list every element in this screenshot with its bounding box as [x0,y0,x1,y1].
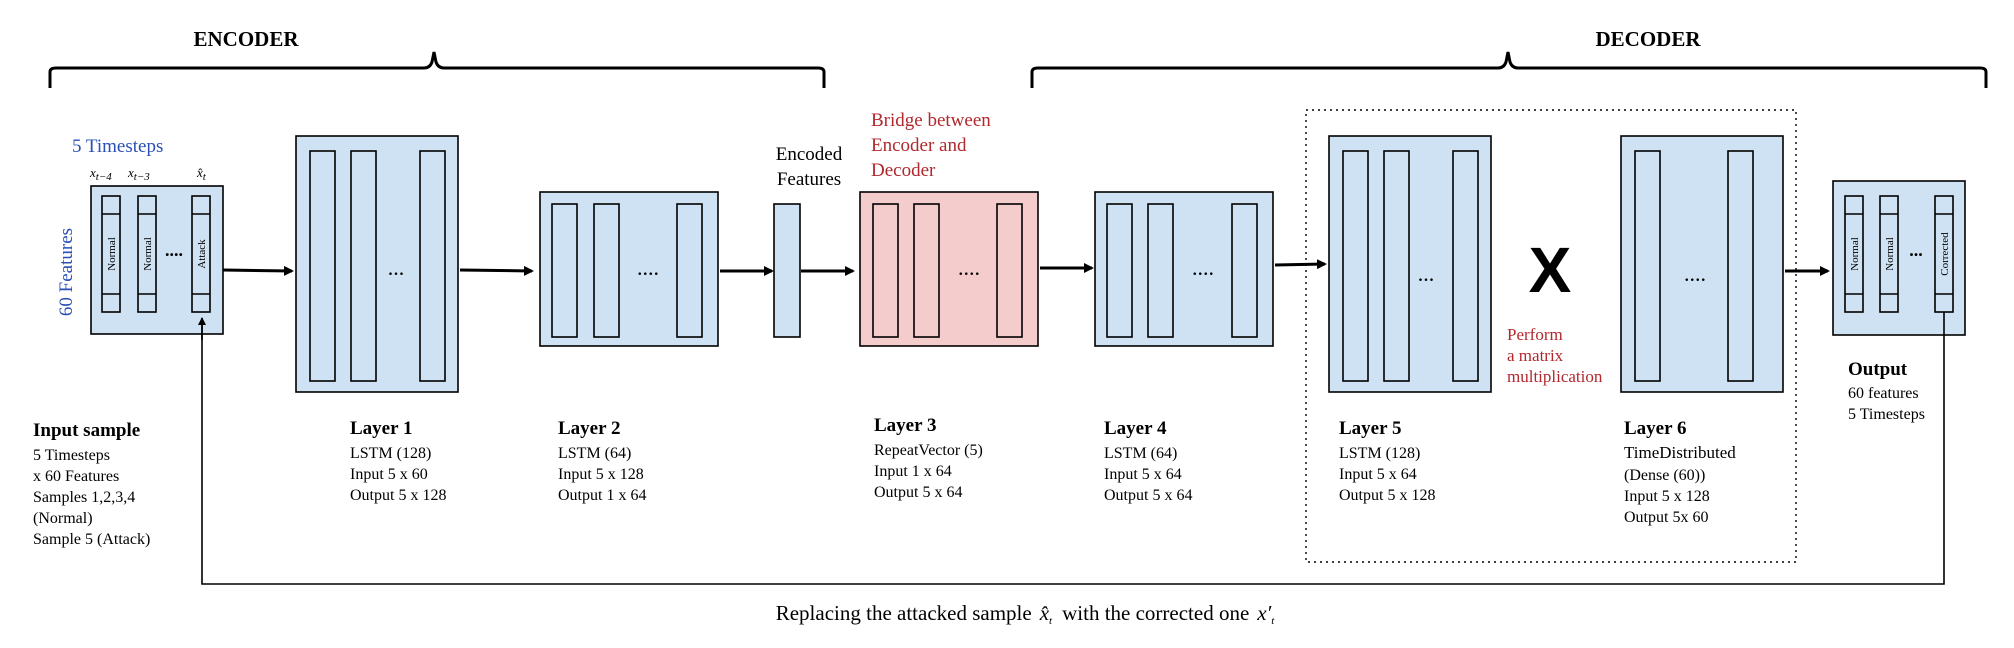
layer2-dots: .... [637,255,659,280]
encoded-features-block [773,203,801,338]
bridge-label-3: Decoder [871,160,936,181]
input-dots: .... [165,240,183,260]
arrow-layer4-layer5 [1274,259,1327,270]
layer5-title: Layer 5 [1339,418,1401,439]
multiply-label-2: a matrix [1507,346,1564,365]
encoded-features-label-1: Encoded [776,144,843,165]
input-caption-line-3: Samples 1,2,3,4 [33,489,135,506]
col-label-1: xt−4 [89,165,112,183]
dense-group-frame [1305,109,1797,563]
input-cell-2 [137,195,157,313]
arrow-input-layer1 [222,265,294,276]
multiply-label-3: multiplication [1507,367,1603,386]
output-cell-label-1: Normal [1849,237,1861,271]
input-block: 5 Timesteps 60 Features xt−4 xt−3 x̂t No… [56,136,224,335]
input-cell-label-1: Normal [106,237,118,271]
bridge-label-2: Encoder and [871,135,967,156]
col-label-2: xt−3 [127,165,150,183]
layer5-block: ... [1328,135,1492,393]
layer2-caption: Layer 2 LSTM (64) Input 5 x 128 Output 1… [558,418,646,504]
layer1-block: ... [295,135,459,393]
layer2-line-1: LSTM (64) [558,445,631,462]
input-box [90,185,224,335]
output-block: Normal Normal Corrected ... [1832,180,1966,336]
layer3-line-2: Input 1 x 64 [874,463,952,480]
bridge-label-1: Bridge between [871,110,991,131]
layer1-title: Layer 1 [350,418,412,439]
layer1-dots: ... [388,255,405,280]
encoded-features-label-2: Features [777,169,841,190]
input-caption-title: Input sample [33,420,140,441]
layer6-caption: Layer 6 TimeDistributed (Dense (60)) Inp… [1624,418,1736,526]
input-cell-1 [101,195,121,313]
layer1-line-2: Input 5 x 60 [350,466,428,483]
input-cell-label-2: Normal [142,237,154,271]
output-caption-line-2: 5 Timesteps [1848,406,1925,423]
input-caption-line-2: x 60 Features [33,468,119,485]
encoder-label: ENCODER [193,27,299,51]
layer1-line-3: Output 5 x 128 [350,487,446,504]
output-dots: ... [1909,240,1923,260]
output-cell-label-3: Corrected [1939,232,1951,276]
layer5-caption: Layer 5 LSTM (128) Input 5 x 64 Output 5… [1339,418,1435,504]
layer4-dots: .... [1192,255,1214,280]
feedback-line [201,312,1945,585]
layer4-line-1: LSTM (64) [1104,445,1177,462]
layer6-dots: .... [1684,261,1706,286]
layer4-block: .... [1094,191,1274,347]
layer3-line-1: RepeatVector (5) [874,442,983,459]
input-cell-label-3: Attack [196,239,208,269]
layer2-line-3: Output 1 x 64 [558,487,646,504]
layer5-dots: ... [1418,261,1435,286]
input-cell-3 [191,195,211,313]
layer4-line-2: Input 5 x 64 [1104,466,1182,483]
timesteps-label: 5 Timesteps [72,136,163,157]
layer5-line-1: LSTM (128) [1339,445,1420,462]
multiply-symbol: X [1529,234,1572,306]
layer4-caption: Layer 4 LSTM (64) Input 5 x 64 Output 5 … [1104,418,1192,504]
layer6-line-4: Output 5x 60 [1624,509,1708,526]
col-label-3: x̂t [196,165,207,183]
layer6-title: Layer 6 [1624,418,1686,439]
layer5-line-2: Input 5 x 64 [1339,466,1417,483]
layer2-block: .... [539,191,719,347]
multiply-label-1: Perform [1507,325,1563,344]
output-caption-line-1: 60 features [1848,385,1919,402]
output-caption: Output 60 features 5 Timesteps [1848,359,1925,423]
output-caption-title: Output [1848,359,1908,380]
arrow-layer1-layer2 [459,265,534,276]
layer6-line-2: (Dense (60)) [1624,467,1705,484]
features-label: 60 Features [56,228,77,316]
layer3-caption: Layer 3 RepeatVector (5) Input 1 x 64 Ou… [874,415,983,501]
layer2-line-2: Input 5 x 128 [558,466,644,483]
input-caption: Input sample 5 Timesteps x 60 Features S… [33,420,150,548]
layer3-block: .... [859,191,1039,347]
encoder-brace [48,51,826,88]
layer2-title: Layer 2 [558,418,620,439]
layer6-line-3: Input 5 x 128 [1624,488,1710,505]
layer3-title: Layer 3 [874,415,936,436]
layer1-line-1: LSTM (128) [350,445,431,462]
layer4-line-3: Output 5 x 64 [1104,487,1192,504]
input-caption-line-4: (Normal) [33,510,93,527]
output-cell-label-2: Normal [1884,237,1896,271]
input-caption-line-1: 5 Timesteps [33,447,110,464]
layer3-line-3: Output 5 x 64 [874,484,962,501]
layer1-caption: Layer 1 LSTM (128) Input 5 x 60 Output 5… [350,418,446,504]
layer5-line-3: Output 5 x 128 [1339,487,1435,504]
layer6-block: .... [1620,135,1784,393]
layer6-line-1: TimeDistributed [1624,443,1736,462]
decoder-brace [1030,51,1988,88]
decoder-label: DECODER [1595,27,1701,51]
input-caption-line-5: Sample 5 (Attack) [33,531,150,548]
layer3-dots: .... [958,255,980,280]
layer4-title: Layer 4 [1104,418,1167,439]
